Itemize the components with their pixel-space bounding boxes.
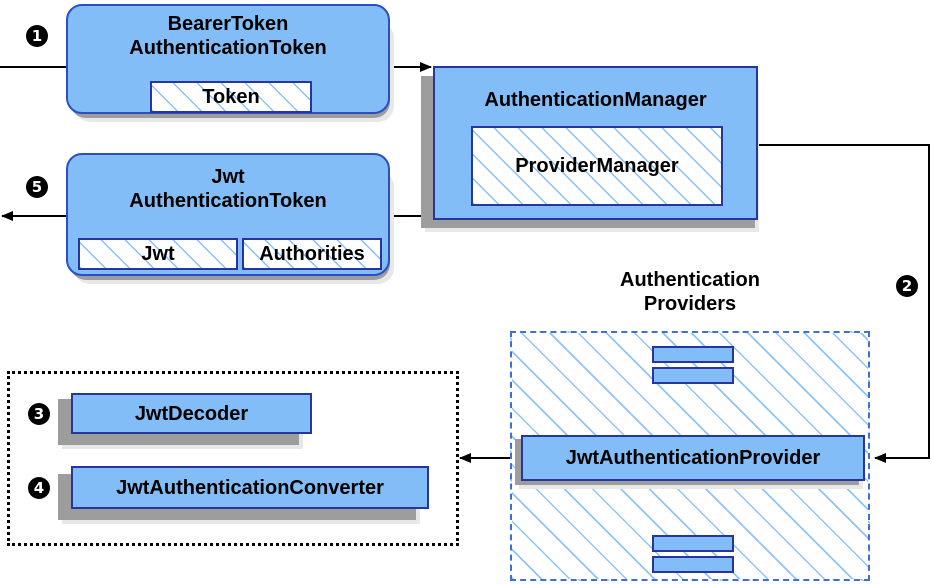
provider-manager-inner-box[interactable]: ProviderManager — [471, 126, 723, 206]
provider-manager-label: ProviderManager — [515, 154, 679, 177]
authentication-manager-box[interactable]: AuthenticationManager ProviderManager — [433, 66, 758, 220]
jwt-token-title-line2: AuthenticationToken — [129, 190, 327, 212]
jwt-support-region — [7, 371, 459, 546]
bearer-token-title: BearerToken AuthenticationToken — [129, 12, 326, 60]
jwt-authentication-provider-box[interactable]: JwtAuthenticationProvider — [521, 435, 865, 481]
providers-label-line1: Authentication — [620, 269, 760, 291]
provider-stub-bottom-1 — [652, 535, 734, 552]
jwt-inner-label: Jwt — [141, 242, 175, 265]
token-inner-box[interactable]: Token — [150, 81, 312, 113]
bearer-token-title-line2: AuthenticationToken — [129, 37, 327, 59]
jwt-authentication-converter-label: JwtAuthenticationConverter — [116, 476, 384, 499]
step-badge-2: 2 — [896, 275, 918, 297]
authentication-providers-label: Authentication Providers — [590, 268, 790, 316]
jwt-authentication-token-box[interactable]: Jwt AuthenticationToken Jwt Authorities — [66, 153, 390, 276]
jwt-authentication-converter-box[interactable]: JwtAuthenticationConverter — [71, 466, 429, 509]
jwt-authentication-provider-label: JwtAuthenticationProvider — [565, 447, 821, 469]
step-badge-4: 4 — [28, 477, 50, 499]
step-badge-3: 3 — [28, 403, 50, 425]
provider-stub-top-1 — [652, 346, 734, 363]
authorities-inner-box[interactable]: Authorities — [242, 238, 382, 270]
jwt-decoder-label: JwtDecoder — [134, 402, 249, 425]
jwt-inner-box[interactable]: Jwt — [78, 238, 238, 270]
authorities-inner-label: Authorities — [259, 242, 365, 265]
authentication-manager-title: AuthenticationManager — [484, 89, 707, 111]
provider-stub-top-2 — [652, 367, 734, 384]
token-label: Token — [202, 85, 260, 108]
jwt-token-title-line1: Jwt — [211, 166, 245, 188]
bearer-token-title-line1: BearerToken — [167, 13, 289, 35]
provider-stub-bottom-2 — [652, 556, 734, 573]
jwt-token-title: Jwt AuthenticationToken — [129, 165, 326, 213]
jwt-decoder-box[interactable]: JwtDecoder — [71, 393, 312, 434]
bearer-token-authentication-token-box[interactable]: BearerToken AuthenticationToken Token — [66, 4, 390, 114]
providers-label-line2: Providers — [643, 293, 737, 315]
step-badge-1: 1 — [26, 25, 48, 47]
step-badge-5: 5 — [26, 176, 48, 198]
